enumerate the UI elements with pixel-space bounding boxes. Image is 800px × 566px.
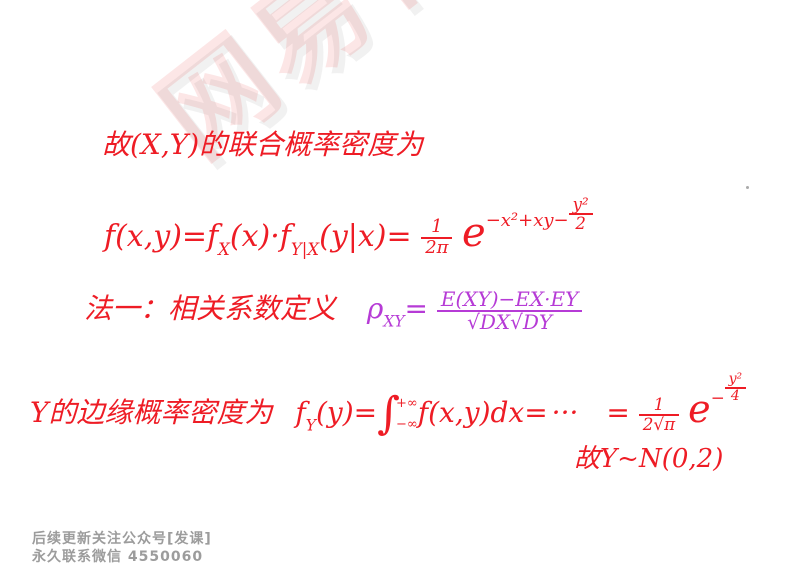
joint-exp-base: e [462,209,486,256]
fy-subscript: Y [305,416,316,435]
method-one-line: 法一：相关系数定义 ρXY= E(XY)−EX·EY√DX√DY [84,287,583,333]
marginal-exp-minus: − [710,387,725,408]
rho-subscript: XY [383,312,405,331]
footer-line-1: 后续更新关注公众号[发课] [32,531,212,547]
fx-subscript: X [218,239,230,259]
marginal-equals: = [606,396,630,430]
fx-argument: (x)· [229,218,280,254]
integrand: f(x,y)dx= [417,396,548,430]
rho-equals: = [404,292,428,325]
fx-symbol: f [207,218,219,254]
fyx-symbol: f [279,218,291,254]
marginal-exp-base: e [688,387,711,432]
integral-sign: ∫ [377,388,401,440]
footer-line-2: 永久联系微信 4550060 [32,549,204,565]
fy-argument: (y)= [315,396,378,430]
distribution-conclusion: 故Y~N(0,2) [574,444,724,474]
correlation-fraction: E(XY)−EX·EY√DX√DY [436,288,583,333]
integral-limits: +∞−∞ [396,395,418,432]
marginal-label: Y的边缘概率密度为 [30,396,273,430]
joint-lhs: f(x,y)= [104,218,208,254]
fy-symbol: f [295,396,306,430]
method-one-label: 法一：相关系数定义 [84,292,337,325]
joint-density-heading: 故(X,Y)的联合概率密度为 [102,128,424,161]
fyx-argument: (y|x)= [319,218,412,254]
fyx-subscript: Y|X [290,239,320,259]
stray-dot [746,186,749,189]
joint-exponent: −x²+xy− [485,210,569,232]
ellipsis: ··· [551,396,579,430]
rho-symbol: ρ [366,292,384,325]
